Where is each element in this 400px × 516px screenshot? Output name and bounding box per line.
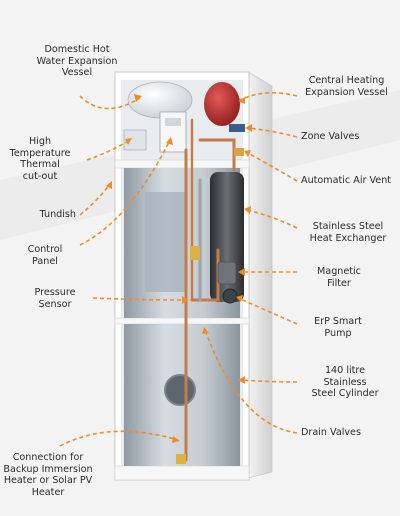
label-ch-expansion-vessel: Central Heating Expansion Vessel (305, 75, 388, 98)
drain-valve-shape (176, 454, 186, 464)
label-heat-exchanger: Stainless Steel Heat Exchanger (309, 221, 387, 244)
cylinder-label-patch (145, 192, 185, 292)
label-control-panel: Control Panel (27, 244, 63, 267)
label-thermal-cutout: High Temperature Thermal cut-out (9, 136, 71, 182)
air-vent-shape (234, 148, 244, 156)
immersion-boss (164, 374, 196, 406)
label-zone-valves: Zone Valves (301, 131, 360, 142)
ch-expansion-vessel-shape (204, 82, 240, 126)
pressure-sensor-shape (190, 246, 200, 260)
label-pressure-sensor: Pressure Sensor (34, 287, 76, 310)
cabinet-base (114, 465, 250, 481)
pump-shape (222, 288, 238, 304)
label-dhw-expansion-vessel: Domestic Hot Water Expansion Vessel (36, 44, 118, 78)
magnetic-filter-shape (217, 261, 237, 285)
label-magnetic-filter: Magnetic Filter (317, 266, 361, 289)
middle-shelf (114, 317, 250, 325)
label-erp-smart-pump: ErP Smart Pump (314, 316, 362, 339)
thermal-cutout-unit (123, 129, 147, 151)
zone-valve-shape (229, 124, 245, 132)
upper-shelf (114, 159, 250, 169)
label-drain-valves: Drain Valves (301, 427, 361, 438)
label-backup-immersion-connection: Connection for Backup Immersion Heater o… (3, 452, 93, 498)
leader-arrows (106, 94, 252, 443)
label-140-litre-cylinder: 140 litre Stainless Steel Cylinder (311, 365, 379, 399)
label-tundish: Tundish (39, 209, 76, 220)
label-air-vent: Automatic Air Vent (301, 175, 392, 186)
control-panel-display (165, 118, 181, 126)
cabinet-side-panel (247, 71, 273, 479)
